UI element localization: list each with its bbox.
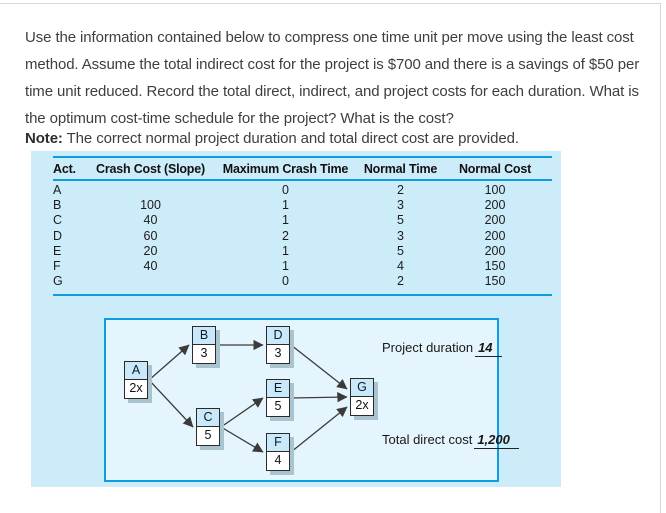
arrow-A-B: [148, 344, 190, 381]
table-rule-bottom: [53, 294, 552, 296]
note-line: Note: The correct normal project duratio…: [25, 130, 519, 147]
node-duration: 3: [193, 344, 215, 362]
table-cell: E: [53, 243, 62, 258]
arrow-F-G: [290, 406, 348, 453]
node-id: G: [351, 379, 373, 397]
table-cell: B: [53, 197, 62, 212]
table-cell: 200: [484, 228, 506, 243]
table-cell: 40: [143, 259, 158, 274]
table-cell: 1: [282, 259, 289, 274]
arrow-E-G: [290, 391, 348, 403]
table-cell: 20: [143, 243, 158, 258]
table-cell: 1: [282, 213, 289, 228]
table-row: D 60 2 3 200: [53, 228, 552, 243]
table-cell: 1: [282, 197, 289, 212]
arrow-C-E: [220, 397, 264, 428]
table-cell: 2: [397, 182, 404, 197]
table-cell: 1: [282, 243, 289, 258]
statement-line: the optimum cost-time schedule for the p…: [25, 110, 454, 127]
table-rule-top: [53, 156, 552, 158]
content-panel: Act. Crash Cost (Slope) Maximum Crash Ti…: [31, 151, 561, 487]
note-label: Note:: [25, 130, 63, 147]
table-cell: C: [53, 213, 63, 228]
table-cell: 150: [484, 274, 506, 289]
table-cell: 3: [397, 228, 404, 243]
statement-line: Use the information contained below to c…: [25, 29, 634, 46]
table-cell: 200: [484, 243, 506, 258]
node-id: F: [267, 434, 289, 452]
table-cell: 200: [484, 213, 506, 228]
table-cell: 3: [397, 197, 404, 212]
total-direct-cost-value[interactable]: 1,200: [474, 432, 519, 449]
table-cell: 200: [484, 197, 506, 212]
col-header-normal-time: Normal Time: [363, 161, 438, 176]
table-row: A 0 2 100: [53, 182, 552, 197]
table-row: E 20 1 5 200: [53, 243, 552, 258]
table-header-row: Act. Crash Cost (Slope) Maximum Crash Ti…: [53, 158, 552, 179]
node-id: D: [267, 327, 289, 345]
arrow-A-C: [148, 379, 194, 428]
table-cell: 0: [282, 274, 289, 289]
table-cell: 60: [143, 228, 158, 243]
node-duration: 4: [267, 451, 289, 469]
col-header-crash-cost: Crash Cost (Slope): [96, 161, 205, 176]
note-text: The correct normal project duration and …: [62, 130, 519, 147]
col-header-act: Act.: [53, 161, 76, 176]
arrow-layer: [148, 339, 348, 453]
table-row: C 40 1 5 200: [53, 213, 552, 228]
table-cell: D: [53, 228, 63, 243]
problem-statement: Use the information contained below to c…: [25, 24, 645, 132]
table-cell: 4: [397, 259, 404, 274]
arrow-D-G: [290, 344, 348, 390]
statement-line: method. Assume the total indirect cost f…: [25, 56, 640, 73]
node-duration: 5: [197, 426, 219, 444]
col-header-normal-cost: Normal Cost: [458, 161, 532, 176]
col-header-max-crash-time: Maximum Crash Time: [222, 161, 349, 176]
table-cell: F: [53, 259, 61, 274]
page-border: [0, 3, 661, 513]
table-rule-header: [53, 179, 552, 181]
table-row: F 40 1 4 150: [53, 258, 552, 273]
project-duration-value[interactable]: 14: [475, 340, 502, 357]
table-row: G 0 2 150: [53, 274, 552, 289]
statement-line: time unit reduced. Record the total dire…: [25, 83, 639, 100]
table-cell: 2: [397, 274, 404, 289]
node-duration: 3: [267, 344, 289, 362]
node-id: C: [197, 409, 219, 427]
table-cell: A: [53, 182, 62, 197]
node-duration: 2x: [351, 396, 373, 414]
node-id: A: [125, 362, 147, 380]
arrow-C-F: [220, 426, 264, 453]
node-duration: 2x: [125, 379, 147, 397]
table-cell: 0: [282, 182, 289, 197]
table-cell: 5: [397, 213, 404, 228]
table-cell: 100: [140, 197, 161, 212]
node-id: E: [267, 380, 289, 398]
table-row: B 100 1 3 200: [53, 197, 552, 212]
table-cell: G: [53, 274, 63, 289]
table-cell: 5: [397, 243, 404, 258]
table-cell: 150: [484, 259, 506, 274]
node-id: B: [193, 327, 215, 345]
table-cell: 40: [143, 213, 158, 228]
table-cell: 2: [282, 228, 289, 243]
node-duration: 5: [267, 397, 289, 415]
table-cell: 100: [484, 182, 506, 197]
